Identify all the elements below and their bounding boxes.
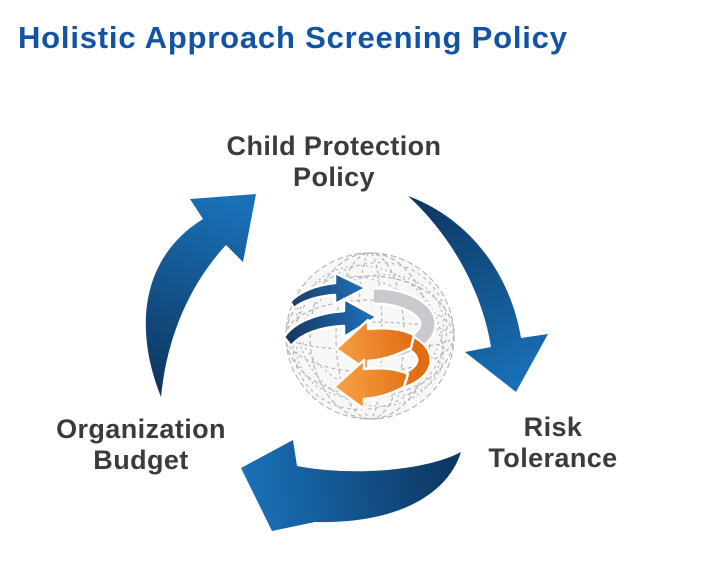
- node-child-line1: Child Protection: [226, 131, 442, 161]
- node-label-risk-tolerance: Risk Tolerance: [488, 412, 617, 474]
- node-risk-line1: Risk: [523, 412, 583, 442]
- orange-ribbon-arrow-lower: [332, 358, 410, 411]
- node-org-line1: Organization: [56, 414, 226, 444]
- globe-sync-icon: [282, 252, 455, 420]
- node-child-line2: Policy: [293, 162, 375, 192]
- node-label-organization-budget: Organization Budget: [56, 414, 226, 476]
- cycle-arrow-risk-to-org: [241, 440, 461, 531]
- page-title: Holistic Approach Screening Policy: [18, 20, 568, 55]
- node-risk-line2: Tolerance: [488, 443, 618, 473]
- node-org-line2: Budget: [93, 445, 189, 475]
- cycle-arrow-child-to-risk: [408, 196, 548, 392]
- node-label-child-protection-policy: Child Protection Policy: [227, 131, 442, 193]
- blue-ribbon-arrow-main: [282, 297, 379, 348]
- cycle-arrow-org-to-child: [145, 194, 256, 397]
- blue-ribbon-arrow-top: [288, 271, 368, 310]
- orange-ribbon-arrow-upper: [334, 318, 416, 373]
